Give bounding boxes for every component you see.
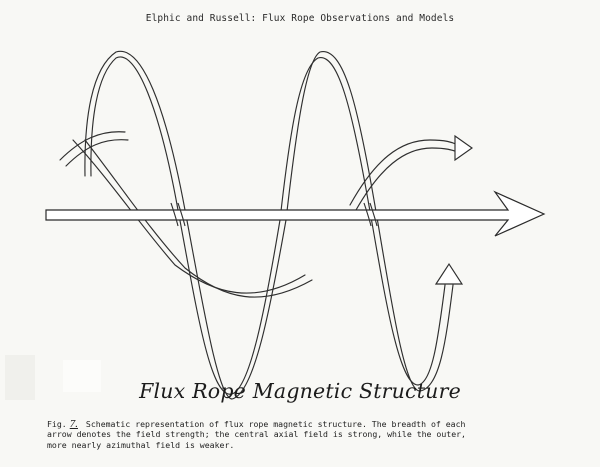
caption-line-1: Fig.7. Schematic representation of flux … xyxy=(47,418,567,430)
scan-patch xyxy=(63,360,101,392)
helix-strand-1-edge-b xyxy=(84,50,287,400)
caption-line-2: arrow denotes the field strength; the ce… xyxy=(47,429,466,440)
caption-text-1: Schematic representation of flux rope ma… xyxy=(85,419,466,429)
helix-upper-arc-edge-a xyxy=(349,139,459,206)
helix-front-crossing-b xyxy=(177,202,186,227)
figure-title: Flux Rope Magnetic Structure xyxy=(139,379,461,403)
upper-arrowhead xyxy=(454,134,473,162)
caption-line-3: more nearly azimuthal field is weaker. xyxy=(47,439,235,450)
caption-prefix: Fig. xyxy=(47,419,67,429)
scan-smudge xyxy=(5,355,35,400)
figure-number: 7. xyxy=(69,418,78,430)
helix-back-ribbon-edge-a xyxy=(72,139,306,294)
axial-field-arrow xyxy=(45,190,546,237)
running-head: Elphic and Russell: Flux Rope Observatio… xyxy=(145,13,455,24)
helix-upper-arc-edge-b xyxy=(355,147,459,211)
helix-front-crossing-c xyxy=(363,202,372,227)
figure-caption: Fig.7. Schematic representation of flux … xyxy=(47,419,567,450)
helix-front-crossing-a xyxy=(170,202,179,227)
helix-left-arc-edge-b xyxy=(65,139,129,167)
lower-arrowhead xyxy=(434,262,464,285)
helix-strand-2-edge-a xyxy=(279,57,446,386)
helix-back-ribbon-edge-b xyxy=(84,139,313,298)
helix-front-crossing-d xyxy=(369,202,378,227)
helix-left-arc-edge-a xyxy=(59,131,126,161)
helix-strand-2-edge-b xyxy=(285,51,454,392)
